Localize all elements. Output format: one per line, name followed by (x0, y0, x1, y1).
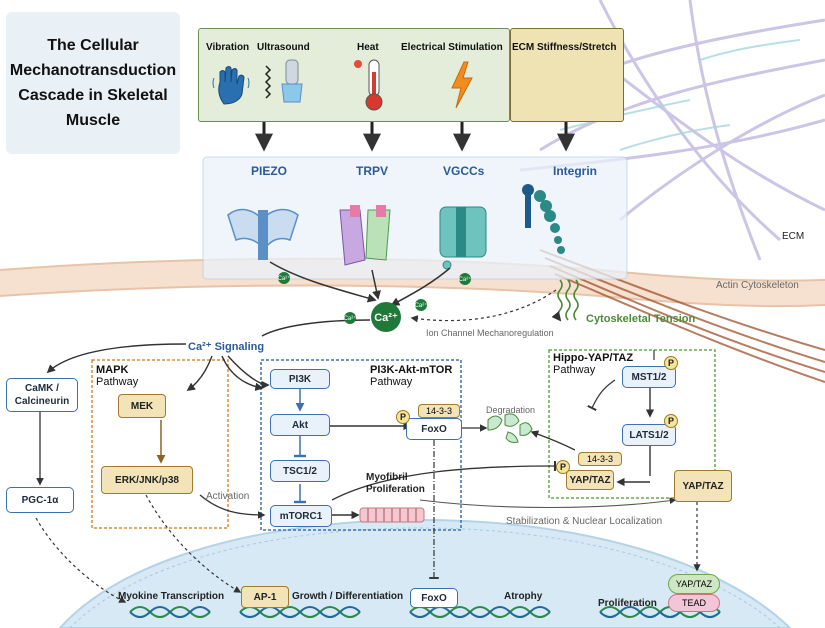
hippo-box (548, 349, 716, 499)
calcium-ion-large: Ca²⁺ (371, 302, 401, 332)
ultrasound-label: Ultrasound (257, 42, 310, 53)
tension-springs (551, 279, 579, 322)
ecm-stiffness-label: ECM Stiffness/Stretch (512, 42, 617, 53)
phospho-badge: P (556, 460, 570, 474)
ultrasound-probe-icon (264, 59, 303, 103)
heat-label: Heat (357, 42, 379, 53)
phospho-badge: P (664, 414, 678, 428)
thermometer-icon (354, 59, 383, 111)
diagram-title: The Cellular Mechanotransduction Cascade… (6, 12, 180, 154)
vibration-label: Vibration (206, 42, 250, 53)
mapk-box (91, 359, 229, 529)
camk-calcineurin-node: CaMK / Calcineurin (6, 378, 78, 412)
piezo-label: PIEZO (251, 164, 288, 178)
growth-differentiation-label: Growth / Differentiation (292, 591, 404, 602)
mst12-node: MST1/2 (622, 366, 676, 388)
actin-cytoskeleton-label: Actin Cytoskeleton (716, 280, 799, 291)
vgcc-channel-shape (439, 206, 487, 270)
calcium-ion-small: Ca²⁺ (344, 312, 356, 324)
stabilization-label: Stabilization & Nuclear Localization (506, 516, 663, 527)
14-3-3-tag: 14-3-3 (578, 452, 622, 466)
calcium-ion-small: Ca²⁺ (459, 273, 471, 285)
trpv-channel-shape (339, 205, 391, 266)
electrical-stimulation-label: Electrical Stimulation (401, 42, 503, 53)
channel-panel (202, 156, 628, 280)
activation-label: Activation (206, 491, 250, 502)
pgc1a-node: PGC-1α (6, 487, 74, 513)
myofibril-bar (359, 507, 425, 523)
title-text: The Cellular Mechanotransduction Cascade… (9, 37, 177, 129)
phospho-badge: P (396, 410, 410, 424)
lats12-node: LATS1/2 (622, 424, 676, 446)
ion-channel-label: Ion Channel Mechanoregulation (426, 328, 554, 338)
ecm-label: ECM (782, 231, 805, 242)
calcium-ion-small: Ca²⁺ (415, 299, 427, 311)
degradation-fragments (487, 413, 533, 443)
trpv-label: TRPV (356, 164, 389, 178)
mapk-subtitle: Pathway (96, 376, 139, 388)
14-3-3-tag: 14-3-3 (418, 404, 460, 418)
piezo-channel-shape (227, 208, 299, 260)
lightning-icon (451, 61, 473, 109)
tsc12-node: TSC1/2 (270, 460, 330, 482)
calcium-ion-small: Ca²⁺ (278, 272, 290, 284)
hippo-subtitle: Pathway (553, 364, 596, 376)
integrin-shape (522, 184, 565, 254)
foxo-nuclear-node: FoxO (410, 588, 458, 608)
yap-taz-cytoplasmic-node: YAP/TAZ (566, 470, 614, 490)
yap-taz-free-node: YAP/TAZ (674, 470, 732, 502)
degradation-label: Degradation (486, 405, 536, 415)
hippo-title: Hippo-YAP/TAZ (553, 352, 634, 364)
pi3k-box (260, 359, 462, 531)
mapk-title: MAPK (96, 364, 129, 376)
foxo-node: FoxO (406, 418, 462, 440)
vgcc-label: VGCCs (443, 164, 485, 178)
integrin-label: Integrin (553, 164, 597, 178)
myofibril-proliferation-label: Myofibril Proliferation (366, 472, 425, 495)
pi3k-subtitle: Pathway (370, 376, 413, 388)
atrophy-label: Atrophy (504, 591, 543, 602)
phospho-badge: P (664, 356, 678, 370)
pi3k-node: PI3K (270, 369, 330, 389)
mek-node: MEK (118, 394, 166, 418)
erk-jnk-p38-node: ERK/JNK/p38 (101, 466, 193, 494)
yap-taz-nuclear-node: YAP/TAZ (668, 574, 720, 594)
cytoskeletal-tension-label: Cytoskeletal Tension (586, 313, 696, 325)
mtorc1-node: mTORC1 (270, 505, 332, 527)
proliferation-label: Proliferation (598, 598, 657, 609)
pi3k-title: PI3K-Akt-mTOR (370, 364, 453, 376)
akt-node: Akt (270, 414, 330, 436)
myokine-transcription-label: Myokine Transcription (118, 591, 225, 602)
hand-vibration-icon (212, 66, 250, 105)
ca-signaling-label: Ca²⁺ Signaling (188, 341, 265, 353)
tead-node: TEAD (668, 594, 720, 612)
ap1-node: AP-1 (241, 586, 289, 608)
ecm-stimulus-panel (510, 28, 624, 122)
